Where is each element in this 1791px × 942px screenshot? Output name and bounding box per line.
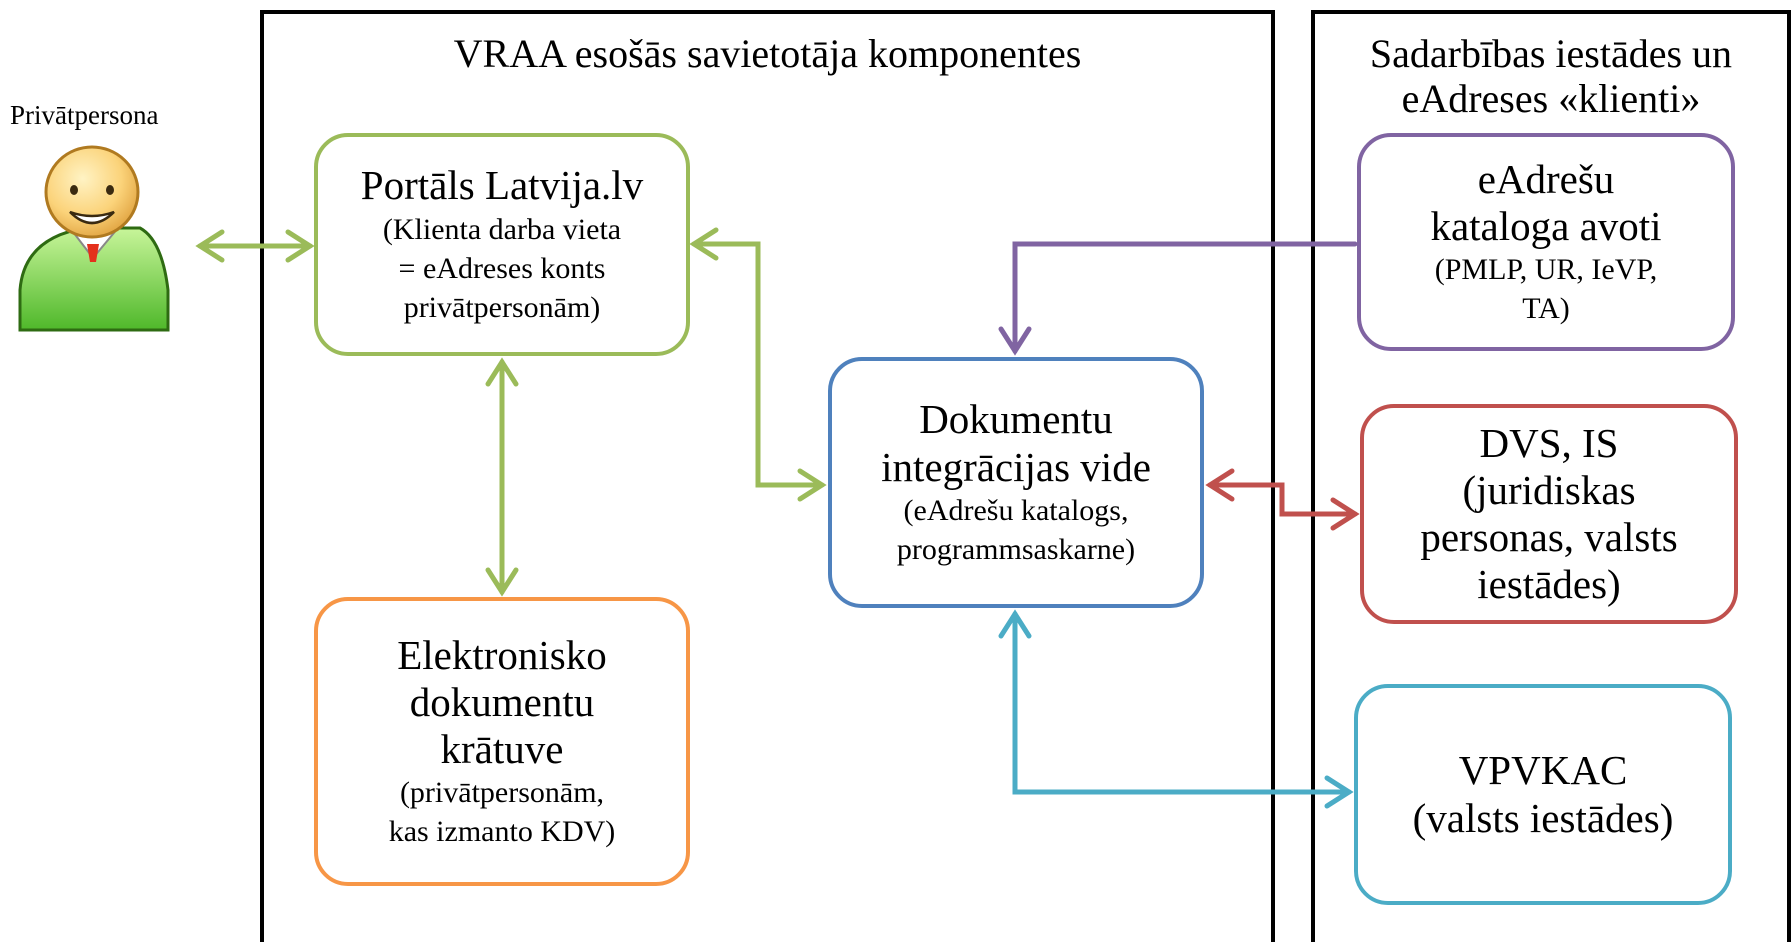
vraa-panel: VRAA esošās savietotāja komponentes <box>260 10 1275 942</box>
partners-panel-title: Sadarbības iestādes un eAdreses «klienti… <box>1315 31 1787 122</box>
vpvkac-node: VPVKAC (valsts iestādes) <box>1354 684 1732 905</box>
storage-line5: kas izmanto KDV) <box>388 815 616 849</box>
partners-title-line1: Sadarbības iestādes un <box>1369 31 1733 76</box>
portal-line3: privātpersonām) <box>403 290 601 324</box>
catalog-sources-line4: TA) <box>1522 292 1570 326</box>
portal-title: Portāls Latvija.lv <box>360 162 644 209</box>
integration-line1: Dokumentu <box>919 396 1113 443</box>
storage-line4: (privātpersonām, <box>399 776 605 810</box>
dvs-line1: DVS, IS <box>1479 419 1619 466</box>
catalog-sources-line1: eAdrešu <box>1477 155 1615 202</box>
catalog-sources-line2: kataloga avoti <box>1430 203 1662 249</box>
dvs-node: DVS, IS (juridiskas personas, valsts ies… <box>1360 404 1738 624</box>
portal-line2: = eAdreses konts <box>398 251 606 285</box>
catalog-sources-node: eAdrešu kataloga avoti (PMLP, UR, IeVP, … <box>1357 133 1735 351</box>
storage-line3: krātuve <box>440 726 564 773</box>
storage-line2: dokumentu <box>409 678 595 725</box>
partners-title-line2: eAdreses «klienti» <box>1401 75 1701 121</box>
dvs-line3: personas, valsts <box>1420 514 1678 560</box>
dvs-line2: (juridiskas <box>1462 466 1636 513</box>
catalog-sources-line3: (PMLP, UR, IeVP, <box>1434 253 1658 287</box>
portal-line1: (Klienta darba vieta <box>382 212 622 246</box>
dvs-line4: iestādes) <box>1477 561 1621 608</box>
integration-line3: (eAdrešu katalogs, <box>903 493 1129 527</box>
partners-panel: Sadarbības iestādes un eAdreses «klienti… <box>1311 10 1791 942</box>
vpvkac-line2: (valsts iestādes) <box>1412 794 1674 841</box>
integration-node: Dokumentu integrācijas vide (eAdrešu kat… <box>828 357 1204 608</box>
portal-node: Portāls Latvija.lv (Klienta darba vieta … <box>314 133 690 356</box>
integration-line2: integrācijas vide <box>881 443 1151 490</box>
storage-line1: Elektronisko <box>397 631 607 678</box>
storage-node: Elektronisko dokumentu krātuve (privātpe… <box>314 597 690 886</box>
actor-label: Privātpersona <box>10 100 159 130</box>
vpvkac-line1: VPVKAC <box>1458 747 1628 794</box>
integration-line4: programmsaskarne) <box>896 532 1136 566</box>
vraa-panel-title: VRAA esošās savietotāja komponentes <box>453 31 1082 76</box>
